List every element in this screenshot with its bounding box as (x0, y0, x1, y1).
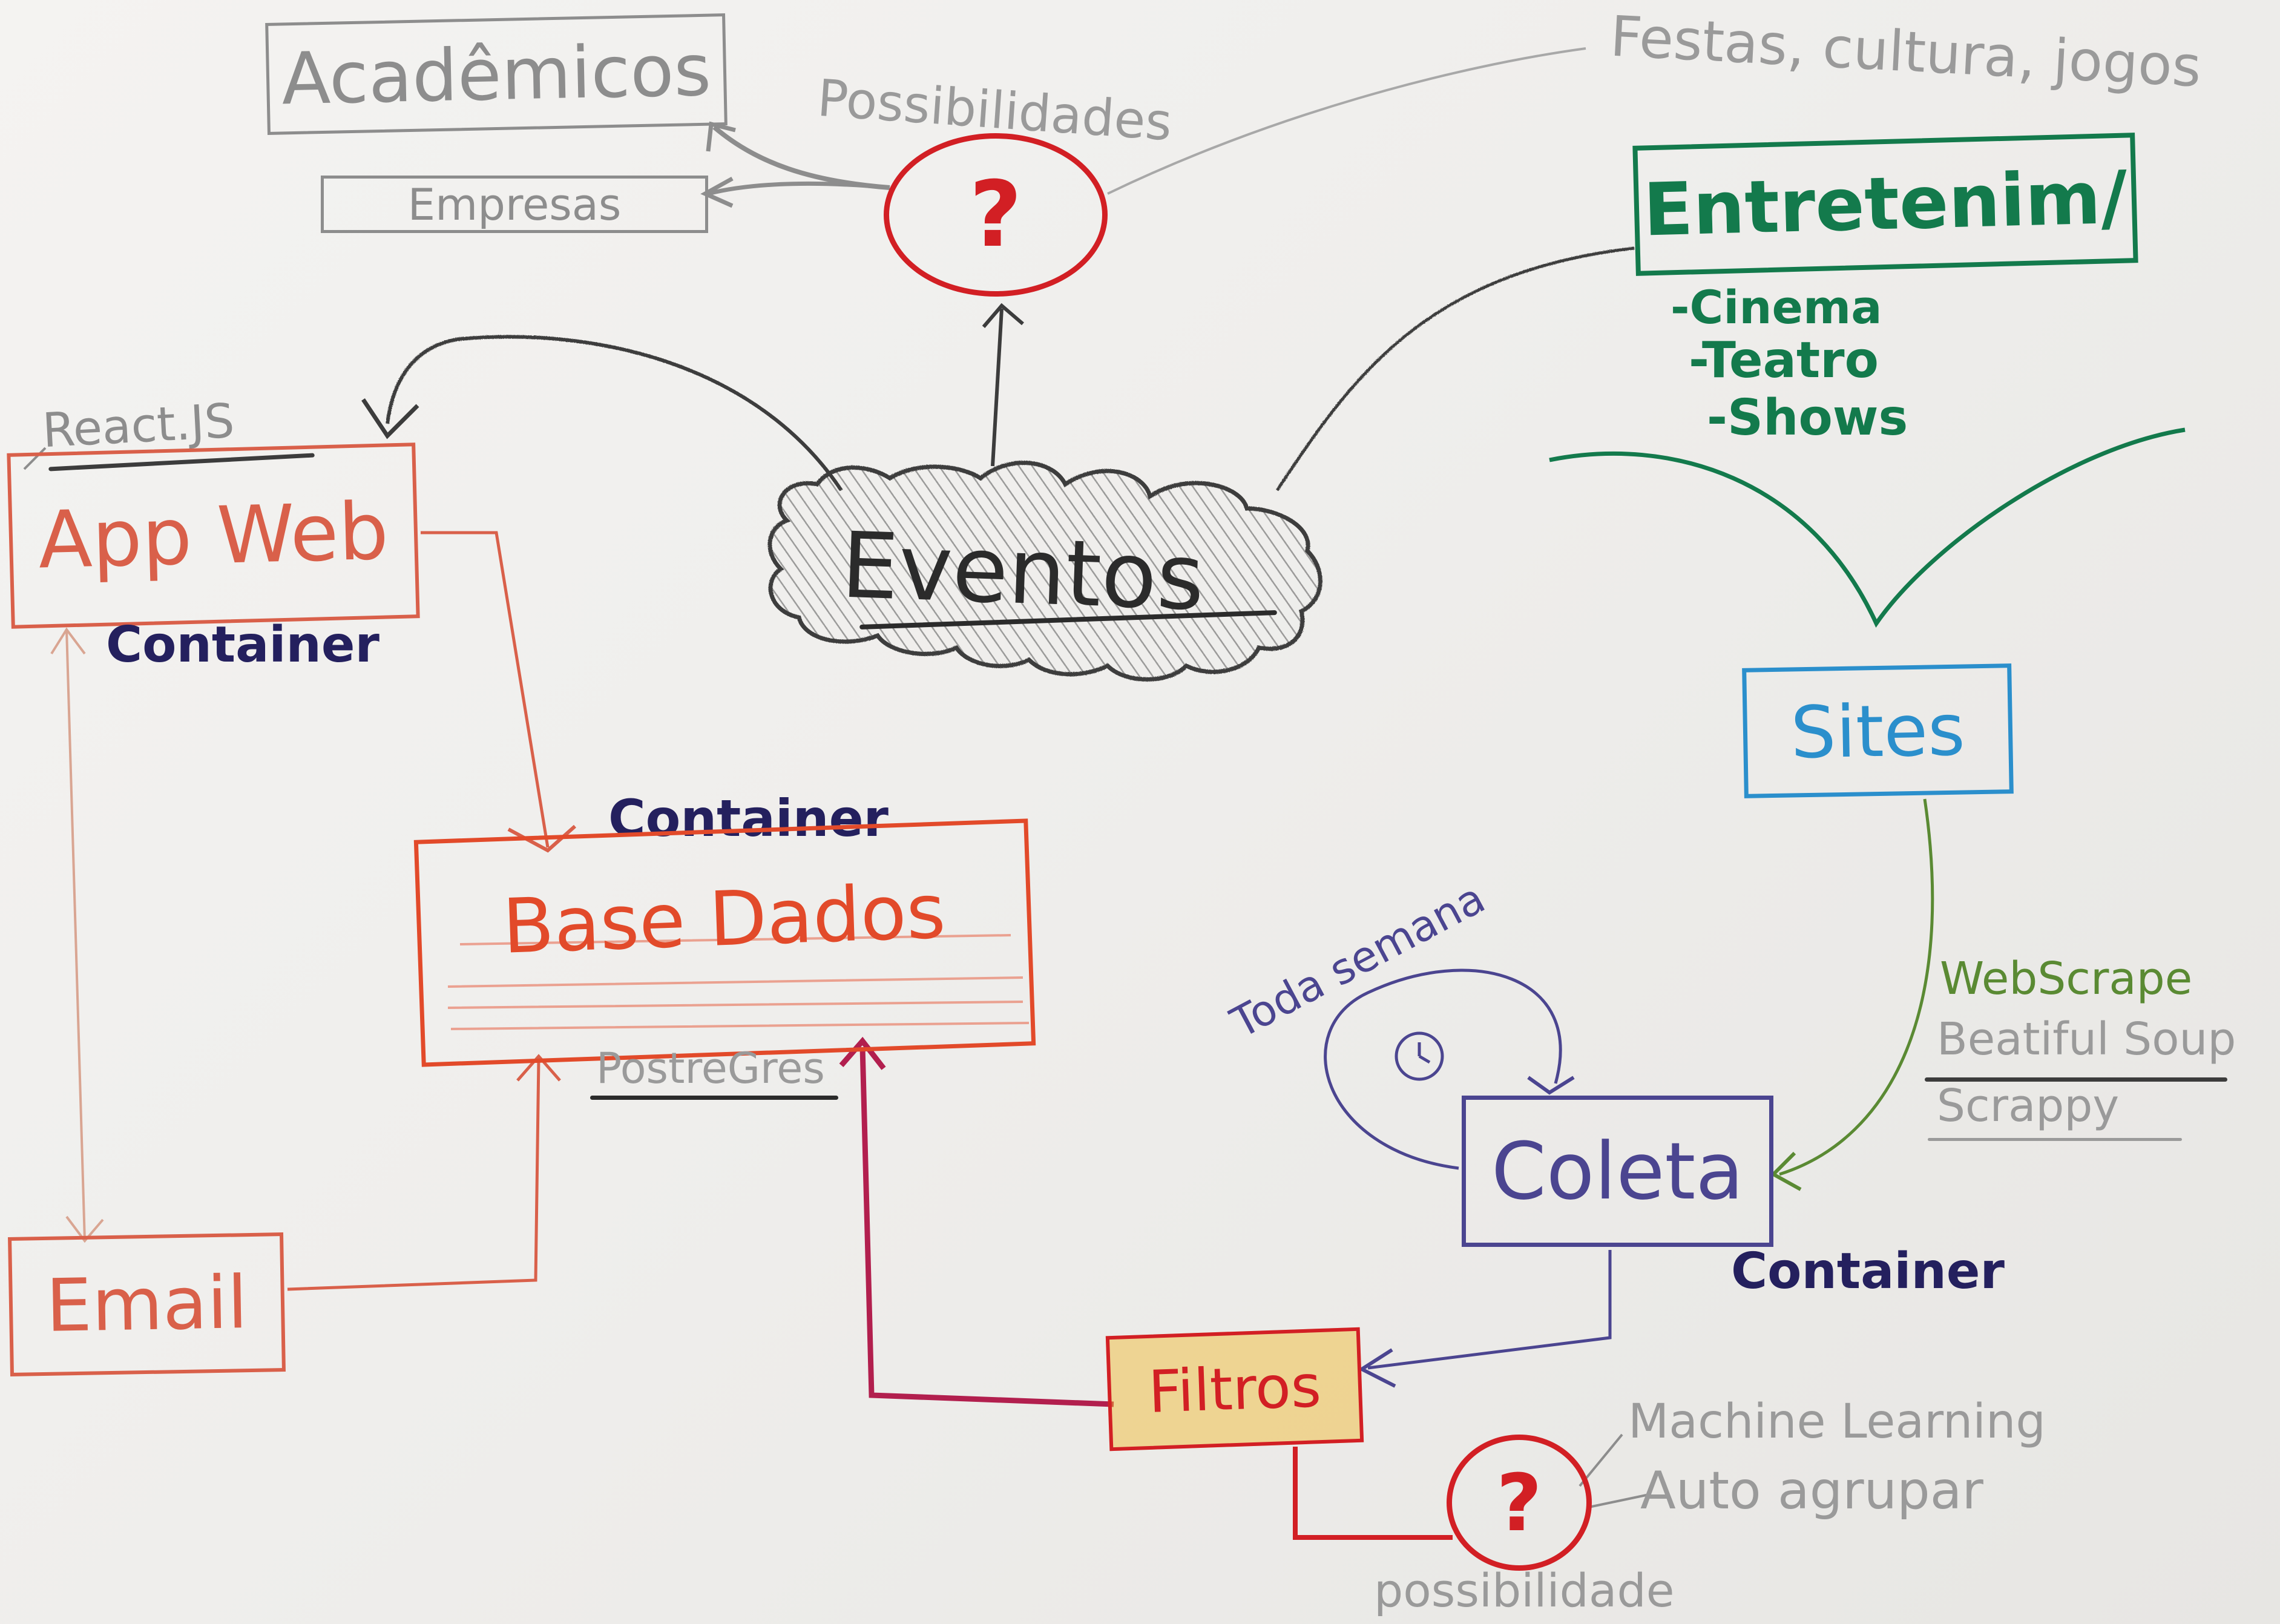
webscrape-label: WebScrape (1940, 953, 2193, 1005)
line-question-to-festas (1107, 47, 1586, 195)
email-label: Email (45, 1260, 249, 1349)
coleta-box: Coleta (1462, 1096, 1773, 1247)
app-web-label: App Web (37, 485, 390, 587)
scrappy-underline (1928, 1138, 2182, 1141)
academicos-box: Acadêmicos (265, 13, 728, 135)
possibilidade-bottom-label: possibilidade (1374, 1563, 1675, 1617)
empresas-box: Empresas (321, 176, 708, 233)
arrow-question-to-empresas (708, 181, 890, 196)
arrowhead-basedados-magenta (839, 1036, 886, 1070)
arrow-email-to-basedados (287, 1059, 540, 1291)
arrow-question-to-academicos (712, 125, 890, 190)
line-filtros-to-question (1293, 1447, 1453, 1540)
line-email-appweb (65, 629, 86, 1241)
sites-box: Sites (1742, 663, 2014, 798)
arrowhead-basedados-2 (516, 1054, 561, 1082)
line-eventos-to-entretenimento (1275, 246, 1635, 491)
postgres-label: PostreGres (596, 1044, 825, 1093)
academicos-label: Acadêmicos (280, 28, 712, 120)
reactjs-label: React.JS (41, 393, 236, 459)
auto-agrupar-label: Auto agrupar (1640, 1461, 1983, 1521)
machine-learning-label: Machine Learning (1628, 1395, 2046, 1449)
arrow-filtros-to-basedados (859, 1047, 1114, 1407)
question-bottom-mark: ? (1496, 1456, 1542, 1549)
question-bottom-circle: ? (1447, 1435, 1592, 1571)
entretenimento-item-teatro: -Teatro (1689, 332, 1879, 389)
base-dados-label: Base Dados (501, 868, 947, 971)
filtros-box: Filtros (1105, 1327, 1364, 1451)
entretenimento-v-bracket (1549, 427, 2186, 628)
arrowhead-loop (1527, 1076, 1575, 1095)
arrowhead-academicos (706, 121, 736, 152)
scrappy-label: Scrappy (1937, 1080, 2120, 1132)
arrow-eventos-to-question (991, 308, 1004, 467)
eventos-label: Eventos (839, 513, 1206, 631)
beautiful-soup-underline (1925, 1077, 2227, 1082)
arrow-sites-to-coleta (1779, 798, 1934, 1176)
question-top-circle: ? (884, 133, 1108, 297)
basedados-lines (447, 934, 1030, 1030)
postgres-underline (590, 1096, 838, 1100)
arrowhead-filtros (1358, 1348, 1396, 1388)
arrowhead-coleta (1770, 1151, 1802, 1191)
entretenimento-label: Entretenim/ (1642, 156, 2129, 253)
entretenimento-item-cinema: -Cinema (1671, 280, 1882, 334)
filtros-label: Filtros (1147, 1352, 1322, 1426)
container-coleta-label: Container (1731, 1243, 2005, 1300)
container-db-label: Container (608, 789, 889, 848)
container-app-label: Container (106, 616, 379, 674)
arrow-appweb-to-basedados (421, 531, 550, 848)
arrowhead-question (982, 303, 1024, 328)
arrowhead-basedados-1 (507, 824, 576, 853)
reactjs-tick (23, 447, 47, 470)
loop-toda-semana (1324, 968, 1562, 1170)
clock-hands (1418, 1042, 1431, 1064)
coleta-label: Coleta (1491, 1125, 1744, 1217)
arrowhead-email-down (65, 1215, 104, 1243)
arrow-coleta-to-filtros (1367, 1250, 1612, 1370)
empresas-label: Empresas (407, 179, 622, 230)
entretenimento-box: Entretenim/ (1632, 133, 2138, 276)
email-box: Email (8, 1232, 286, 1376)
arrow-eventos-to-appweb (386, 335, 843, 491)
beautiful-soup-label: Beatiful Soup (1937, 1013, 2236, 1065)
question-top-mark: ? (969, 162, 1022, 268)
clock-icon (1395, 1031, 1444, 1081)
sites-label: Sites (1790, 687, 1966, 775)
arrowhead-appweb-up (50, 627, 86, 655)
entretenimento-item-shows: -Shows (1707, 389, 1908, 447)
base-dados-box: Base Dados (413, 818, 1036, 1067)
app-web-box: App Web (7, 442, 420, 629)
arrowhead-appweb (361, 398, 419, 439)
